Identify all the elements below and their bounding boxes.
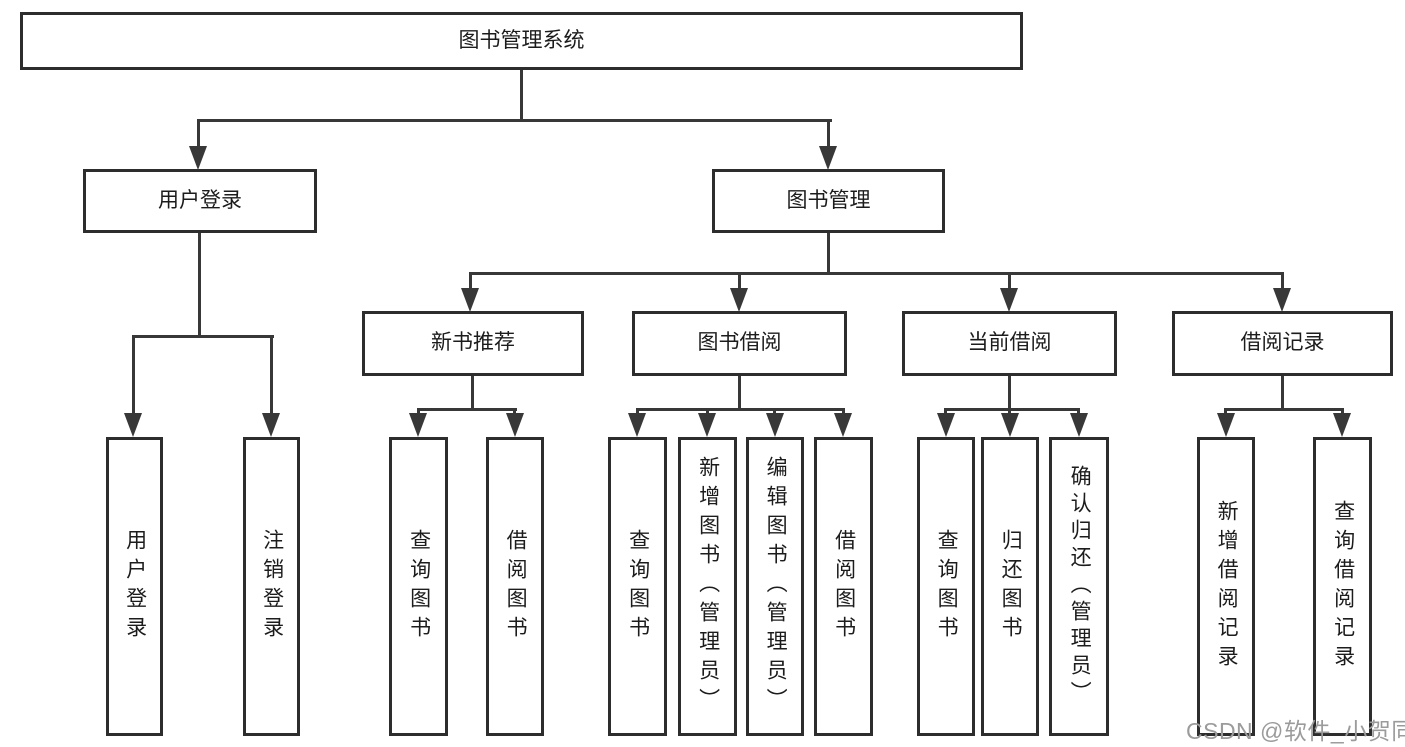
connector [1077,408,1080,417]
connector [197,119,200,150]
leaf-user-login: 用户登录 [106,437,163,736]
arrowhead-down-icon [628,413,646,437]
connector [827,233,830,275]
connector [198,119,832,122]
connector [827,119,830,150]
arrowhead-down-icon [1000,288,1018,312]
connector [773,408,776,417]
arrowhead-down-icon [1273,288,1291,312]
connector [944,408,1080,411]
leaf-borrow-books-borrowing: 借阅图书 [814,437,873,736]
connector [1008,408,1011,417]
node-new-book-recommend: 新书推荐 [362,311,584,376]
leaf-query-books-current: 查询图书 [917,437,975,736]
connector [513,408,516,417]
connector [471,376,474,411]
connector [132,335,274,338]
connector [1008,376,1011,411]
arrowhead-down-icon [698,413,716,437]
arrowhead-down-icon [1217,413,1235,437]
node-borrowing-records: 借阅记录 [1172,311,1393,376]
arrowhead-down-icon [1001,413,1019,437]
arrowhead-down-icon [834,413,852,437]
connector [842,408,845,417]
connector [198,233,201,338]
connector [944,408,947,417]
connector [417,408,517,411]
arrowhead-down-icon [937,413,955,437]
connector [417,408,420,417]
leaf-add-books-admin: 新增图书（管理员） [678,437,737,736]
connector [1224,408,1344,411]
arrowhead-down-icon [506,413,524,437]
arrowhead-down-icon [189,146,207,170]
leaf-query-books-recommend: 查询图书 [389,437,448,736]
connector [469,272,472,292]
watermark-text: CSDN @软件_小贺同学 [1186,718,1405,744]
connector [1281,376,1284,411]
node-user-login: 用户登录 [83,169,317,233]
connector [738,376,741,411]
connector [636,408,845,411]
leaf-query-books-borrowing: 查询图书 [608,437,667,736]
leaf-confirm-return-admin: 确认归还（管理员） [1049,437,1109,736]
connector [132,335,135,417]
arrowhead-down-icon [1333,413,1351,437]
connector [1281,272,1284,292]
node-root: 图书管理系统 [20,12,1023,70]
connector [1224,408,1227,417]
connector [738,272,741,292]
arrowhead-down-icon [819,146,837,170]
arrowhead-down-icon [262,413,280,437]
leaf-return-books: 归还图书 [981,437,1039,736]
arrowhead-down-icon [1070,413,1088,437]
leaf-edit-books-admin: 编辑图书（管理员） [746,437,804,736]
connector [636,408,639,417]
connector [706,408,709,417]
node-book-management: 图书管理 [712,169,945,233]
connector [1008,272,1011,292]
arrowhead-down-icon [461,288,479,312]
connector [1341,408,1344,417]
arrowhead-down-icon [766,413,784,437]
connector [520,70,523,122]
leaf-add-borrow-record: 新增借阅记录 [1197,437,1255,736]
connector [469,272,1283,275]
leaf-query-borrow-record: 查询借阅记录 [1313,437,1372,736]
node-current-borrowing: 当前借阅 [902,311,1117,376]
arrowhead-down-icon [730,288,748,312]
node-book-borrowing: 图书借阅 [632,311,847,376]
connector [270,335,273,417]
leaf-logout-login: 注销登录 [243,437,300,736]
arrowhead-down-icon [124,413,142,437]
leaf-borrow-books-recommend: 借阅图书 [486,437,544,736]
arrowhead-down-icon [409,413,427,437]
